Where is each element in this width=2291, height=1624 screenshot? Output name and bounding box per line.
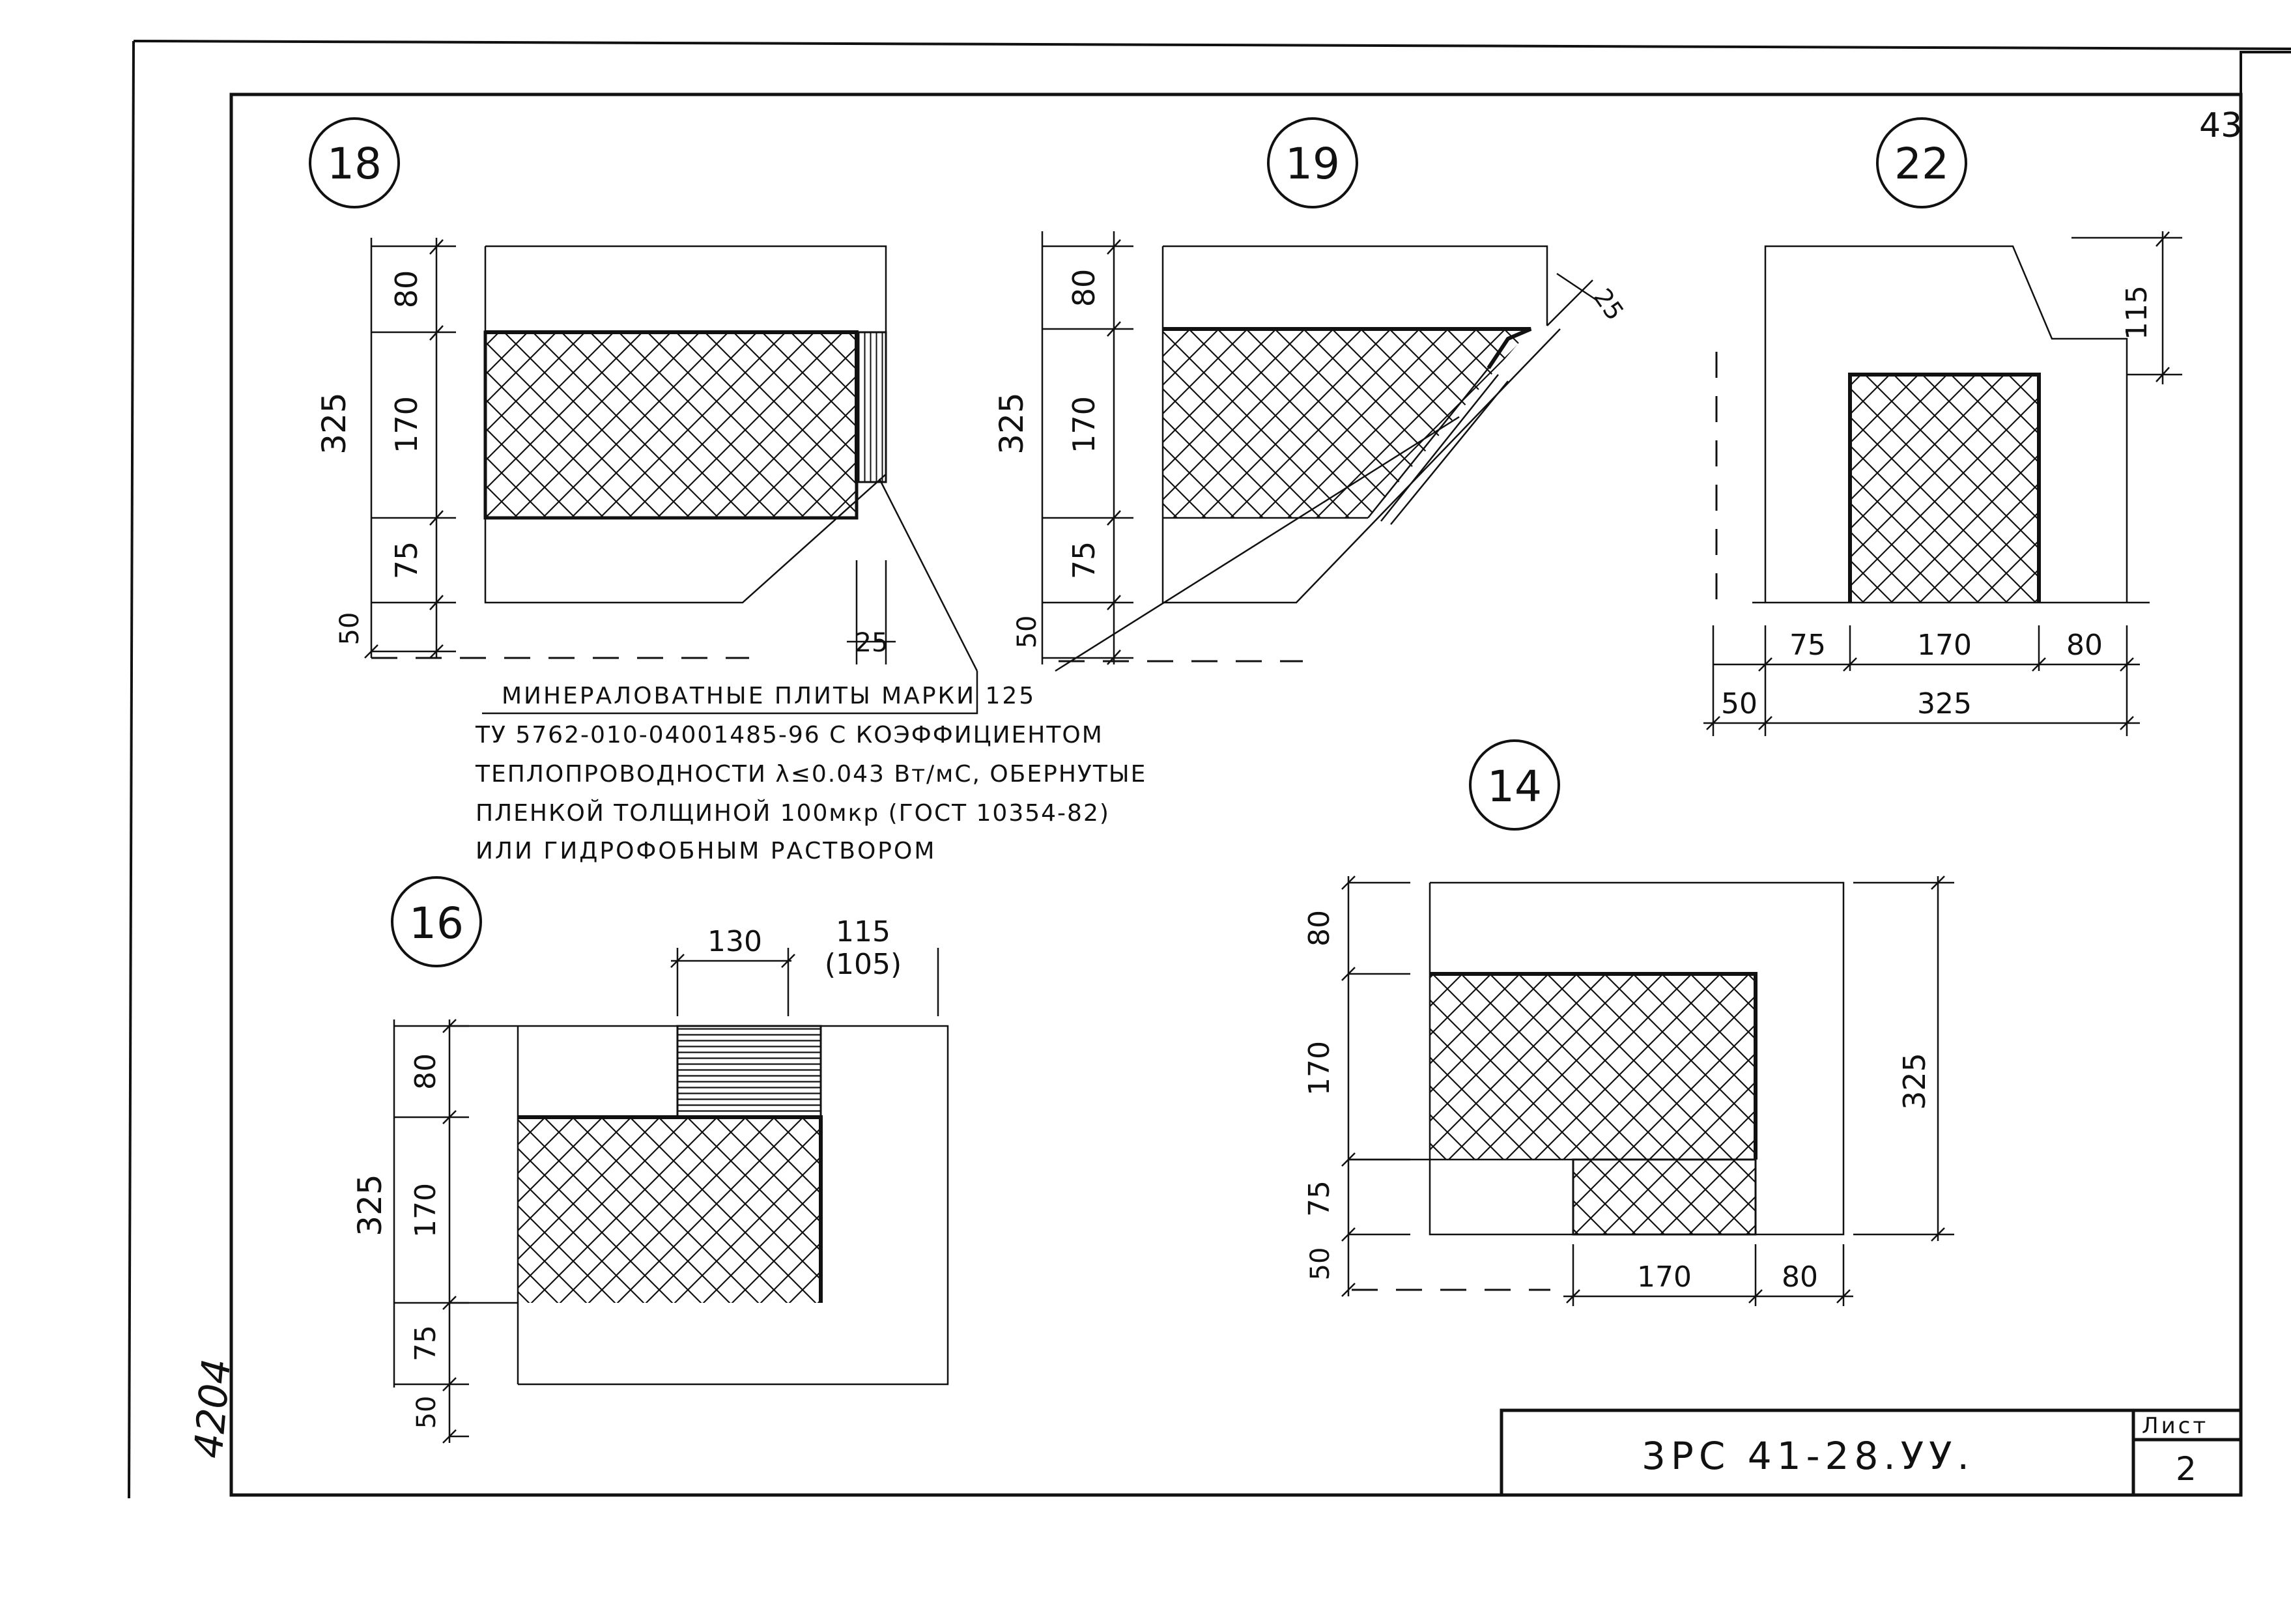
- document-code: 3РС 41-28.УУ.: [1642, 1434, 1974, 1478]
- detail-16-dim-top2b: (105): [825, 948, 902, 981]
- detail-18-dim-c: 75: [389, 541, 424, 580]
- detail-19-dim-a: 80: [1066, 269, 1102, 307]
- material-note: МИНЕРАЛОВАТНЫЕ ПЛИТЫ МАРКИ 125 ТУ 5762-0…: [475, 671, 1146, 864]
- detail-14-callout: [1469, 739, 1560, 831]
- detail-18-dim-d: 50: [335, 612, 365, 646]
- detail-19-dim-c: 75: [1066, 541, 1102, 580]
- detail-22-dim-top: 115: [2120, 285, 2154, 340]
- detail-18-dim-a: 80: [389, 270, 424, 309]
- detail-16-dim-a: 80: [409, 1053, 442, 1090]
- detail-14-dim-d: 50: [1305, 1247, 1335, 1281]
- detail-14-dim-bot1: 170: [1637, 1261, 1692, 1294]
- margin-note: 4204: [186, 1357, 240, 1460]
- detail-16-callout: [391, 876, 482, 967]
- detail-16-dim-d: 50: [412, 1396, 442, 1429]
- detail-14-dim-a: 80: [1303, 910, 1336, 947]
- detail-16-dim-b: 170: [409, 1183, 442, 1238]
- note-line-2: ТУ 5762-010-04001485-96 С КОЭФФИЦИЕНТОМ: [475, 722, 1103, 748]
- detail-16: 16 325 80 170 75 50 130 115 (105): [351, 876, 949, 1444]
- page-number: 43: [2199, 106, 2242, 145]
- detail-14-label: 14: [1487, 762, 1542, 812]
- sheet-frame: [128, 40, 2291, 1499]
- detail-16-dim-c: 75: [409, 1325, 442, 1361]
- detail-16-dim-top2: 115: [836, 915, 890, 948]
- detail-19-label: 19: [1285, 139, 1340, 189]
- detail-16-dim-total: 325: [351, 1174, 389, 1236]
- detail-19: 19 325 80 170 75 50 25: [993, 117, 1630, 672]
- detail-22-dim-d: 50: [1721, 687, 1757, 720]
- detail-14-dim-bot2: 80: [1782, 1261, 1818, 1294]
- detail-22-callout: [1876, 117, 1967, 208]
- detail-19-callout: [1267, 117, 1358, 208]
- detail-18-dim-b: 170: [389, 396, 424, 453]
- note-line-4: ПЛЕНКОЙ ТОЛЩИНОЙ 100мкр (ГОСТ 10354-82): [476, 799, 1110, 827]
- detail-19-dim-d: 50: [1012, 616, 1042, 649]
- detail-22-dim-b: 170: [1917, 629, 1972, 662]
- detail-22: 22 115 75 170 80 50 325: [1703, 117, 2182, 736]
- detail-22-dim-c: 80: [2066, 629, 2103, 662]
- note-line-5: ИЛИ ГИДРОФОБНЫМ РАСТВОРОМ: [476, 838, 936, 864]
- detail-16-label: 16: [409, 898, 464, 948]
- detail-14-dim-b: 170: [1303, 1041, 1336, 1096]
- detail-14-dim-total: 325: [1897, 1053, 1932, 1110]
- detail-14: 14 80 170 75 50 325 170 80: [1303, 739, 1954, 1306]
- detail-14-dim-c: 75: [1303, 1180, 1336, 1217]
- detail-22-dim-a: 75: [1789, 629, 1826, 662]
- detail-18-dim-total: 325: [315, 392, 353, 454]
- detail-22-dim-total: 325: [1917, 687, 1972, 720]
- detail-19-dim-total: 325: [993, 392, 1031, 454]
- detail-18-label: 18: [327, 139, 382, 189]
- sheet-number: 2: [2176, 1450, 2197, 1488]
- detail-18-callout: [309, 117, 400, 208]
- note-line-1: МИНЕРАЛОВАТНЫЕ ПЛИТЫ МАРКИ 125: [502, 683, 1036, 709]
- detail-19-dim-e: 25: [1588, 283, 1630, 326]
- note-line-3: ТЕПЛОПРОВОДНОСТИ λ≤0.043 Вт/мС, ОБЕРНУТЫ…: [475, 761, 1146, 788]
- sheet-label: Лист: [2142, 1413, 2208, 1439]
- detail-18-dim-e: 25: [855, 628, 889, 658]
- detail-22-label: 22: [1894, 139, 1949, 189]
- detail-19-dim-b: 170: [1066, 396, 1102, 453]
- title-block: [1500, 1408, 2243, 1497]
- detail-16-dim-top1: 130: [707, 925, 762, 958]
- detail-18: 18 325 80 170 75 50 25: [309, 117, 978, 672]
